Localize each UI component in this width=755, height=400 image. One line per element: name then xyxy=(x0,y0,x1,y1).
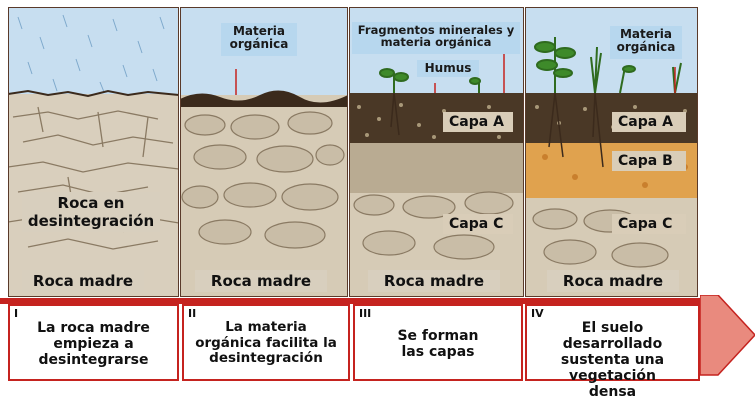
stage-1-numeral: I xyxy=(14,307,19,320)
panel-4-layer-c-label: Capa C xyxy=(612,214,686,234)
caption-stage-3: III Se forman las capas xyxy=(353,304,523,381)
panel-4-bedrock-label: Roca madre xyxy=(547,270,679,292)
stage-1-caption: La roca madre empieza a desintegrarse xyxy=(37,320,150,369)
panel-1-illustration xyxy=(8,7,179,297)
progression-arrow-icon xyxy=(700,295,755,376)
stage-2-caption: La materia orgánica facilita la desinteg… xyxy=(195,319,337,367)
caption-stage-4: IV El suelo desarrollado sustenta una ve… xyxy=(525,304,700,400)
panel-3-illustration xyxy=(349,7,524,297)
caption-stage-1: I La roca madre empieza a desintegrarse xyxy=(8,304,179,381)
stage-3-numeral: III xyxy=(359,307,372,320)
panel-3-bedrock-label: Roca madre xyxy=(368,270,500,292)
caption-divider xyxy=(0,298,718,304)
panel-3-layer-a-label: Capa A xyxy=(443,112,513,132)
stage-4-caption: El suelo desarrollado sustenta una veget… xyxy=(560,320,665,400)
stage-3-caption: Se forman las capas xyxy=(397,328,479,361)
panel-2-bedrock-label: Roca madre xyxy=(195,270,327,292)
panel-3 xyxy=(349,7,524,297)
stage-4-numeral: IV xyxy=(531,307,544,320)
panel-4-layer-b-label: Capa B xyxy=(612,151,686,171)
panel-4-organic-matter-label: Materia orgánica xyxy=(610,26,682,59)
panel-1 xyxy=(8,7,179,297)
panel-4-layer-a-label: Capa A xyxy=(612,112,686,132)
panel-1-disintegrating-rock-label: Roca en desintegración xyxy=(22,192,160,232)
panel-1-bedrock-label: Roca madre xyxy=(22,270,144,292)
panel-3-mineral-fragments-label: Fragmentos minerales y materia orgánica xyxy=(352,22,520,54)
panel-2-organic-matter-label: Materia orgánica xyxy=(221,23,297,56)
caption-stage-2: II La materia orgánica facilita la desin… xyxy=(182,304,350,381)
soil-formation-diagram: Roca en desintegración Roca madre Materi… xyxy=(0,7,755,400)
panel-3-humus-label: Humus xyxy=(417,60,479,77)
stage-2-numeral: II xyxy=(188,307,197,320)
panel-3-layer-c-label: Capa C xyxy=(443,214,513,234)
